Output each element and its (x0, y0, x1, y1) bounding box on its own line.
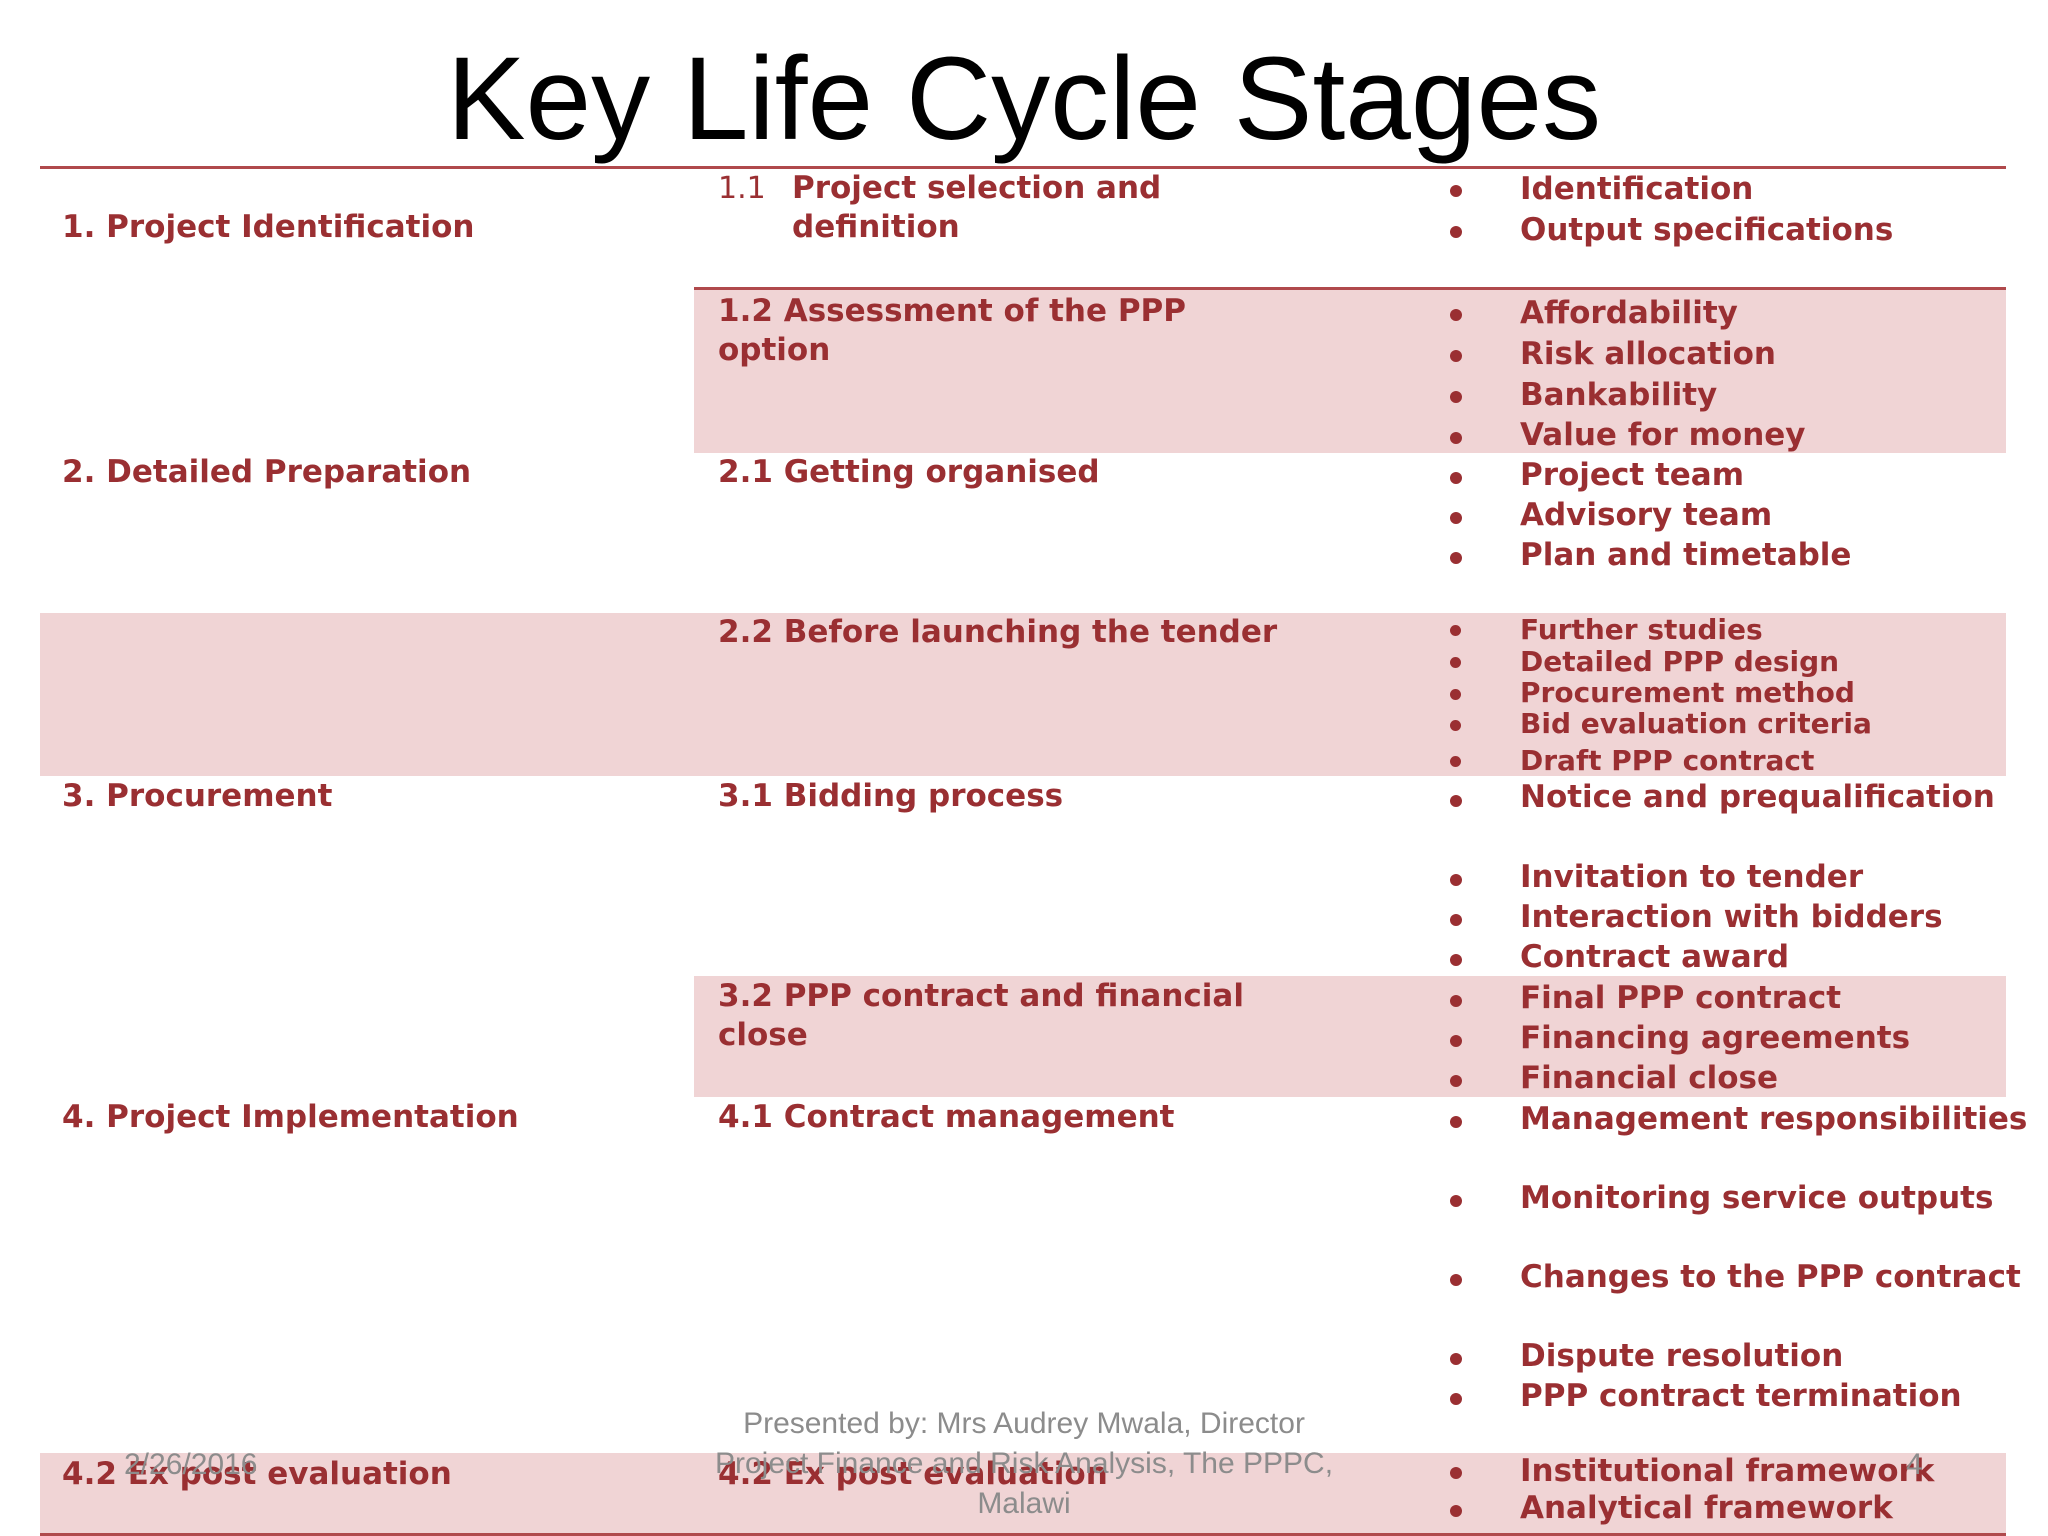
bullet-icon (1450, 1467, 1462, 1479)
bullet-icon (1450, 657, 1461, 668)
activity-item: Contract award (1520, 939, 1790, 975)
activity-item: Final PPP contract (1520, 980, 1842, 1016)
activity-item: Financing agreements (1520, 1020, 1911, 1056)
bullet-icon (1450, 1116, 1462, 1128)
substage-1-1: Project selection and definition (792, 170, 1162, 245)
activity-item: Affordability (1520, 295, 1738, 331)
activity-item: Further studies (1520, 613, 1763, 646)
bullet-icon (1450, 226, 1462, 238)
bullet-icon (1450, 1505, 1462, 1517)
substage-3-2: 3.2 PPP contract and financial close (718, 978, 1244, 1053)
bullet-icon (1450, 1035, 1462, 1047)
bullet-icon (1450, 391, 1462, 403)
bullet-icon (1450, 185, 1462, 197)
page-title: Key Life Cycle Stages (446, 33, 1602, 165)
bullet-icon (1450, 874, 1462, 886)
activity-item: Advisory team (1520, 497, 1773, 533)
bullet-icon (1450, 512, 1462, 524)
activity-item: Institutional framework (1520, 1453, 1935, 1489)
bullet-icon (1450, 1195, 1462, 1207)
activity-item: Procurement method (1520, 676, 1855, 709)
bullet-icon (1450, 1274, 1462, 1286)
bullet-icon (1450, 914, 1462, 926)
band-3-2 (694, 976, 2006, 1097)
band-2-2 (40, 613, 2006, 776)
activity-item: Identification (1520, 171, 1754, 207)
bullet-icon (1450, 995, 1462, 1007)
substage-4-1: 4.1 Contract management (718, 1099, 1175, 1135)
band-1-2 (694, 289, 2006, 453)
bullet-icon (1450, 625, 1461, 636)
activity-item: Plan and timetable (1520, 537, 1852, 573)
bullet-icon (1450, 720, 1461, 731)
substage-4-2: 4.2 Ex post evaluation (718, 1456, 1108, 1492)
activity-item: Changes to the PPP contract (1520, 1259, 2021, 1295)
bullet-icon (1450, 472, 1462, 484)
bullet-icon (1450, 954, 1462, 966)
activity-item: Invitation to tender (1520, 859, 1864, 895)
substage-2-2: 2.2 Before launching the tender (718, 614, 1278, 650)
activity-item: Risk allocation (1520, 336, 1776, 372)
stage-3: 3. Procurement (62, 778, 333, 814)
activity-item: Notice and prequalification (1520, 779, 1995, 815)
activity-item: Analytical framework (1520, 1490, 1893, 1526)
stage-1: 1. Project Identification (62, 209, 475, 245)
activity-item: Interaction with bidders (1520, 899, 1943, 935)
activity-item: Financial close (1520, 1060, 1778, 1096)
footer-date: 2/26/2016 (124, 1448, 258, 1481)
bullet-icon (1450, 1075, 1462, 1087)
activity-item: Monitoring service outputs (1520, 1180, 1994, 1216)
activity-item: Management responsibilities (1520, 1101, 2028, 1137)
activity-item: Project team (1520, 457, 1745, 493)
band-4-2 (40, 1453, 2006, 1535)
stage-4-2: 4.2 Ex post evaluation (62, 1456, 452, 1492)
footer-page-number: 4 (1906, 1448, 1923, 1481)
bullet-icon (1450, 1393, 1462, 1405)
bullet-icon (1450, 350, 1462, 362)
table-rule-1-2 (694, 287, 2006, 290)
activity-item: Detailed PPP design (1520, 645, 1840, 678)
bullet-icon (1450, 309, 1462, 321)
substage-1-2: 1.2 Assessment of the PPP option (718, 293, 1186, 368)
activity-item: Bid evaluation criteria (1520, 707, 1872, 740)
activity-item: Output specifications (1520, 212, 1894, 248)
stage-4: 4. Project Implementation (62, 1099, 519, 1135)
activity-item: Draft PPP contract (1520, 744, 1815, 777)
substage-2-1: 2.1 Getting organised (718, 454, 1100, 490)
bullet-icon (1450, 432, 1462, 444)
bullet-icon (1450, 1353, 1462, 1365)
stage-2: 2. Detailed Preparation (62, 454, 472, 490)
substage-1-1-number: 1.1 (718, 171, 766, 206)
table-bottom-rule (40, 1533, 2006, 1536)
activity-item: Value for money (1520, 417, 1806, 453)
bullet-icon (1450, 756, 1461, 767)
bullet-icon (1450, 552, 1462, 564)
bullet-icon (1450, 689, 1461, 700)
activity-item: Dispute resolution (1520, 1338, 1844, 1374)
substage-3-1: 3.1 Bidding process (718, 778, 1064, 814)
activity-item: PPP contract termination (1520, 1378, 1962, 1414)
bullet-icon (1450, 795, 1462, 807)
table-top-rule (40, 166, 2006, 169)
footer-presenter: Presented by: Mrs Audrey Mwala, Director… (714, 1407, 1334, 1520)
activity-item: Bankability (1520, 377, 1718, 413)
